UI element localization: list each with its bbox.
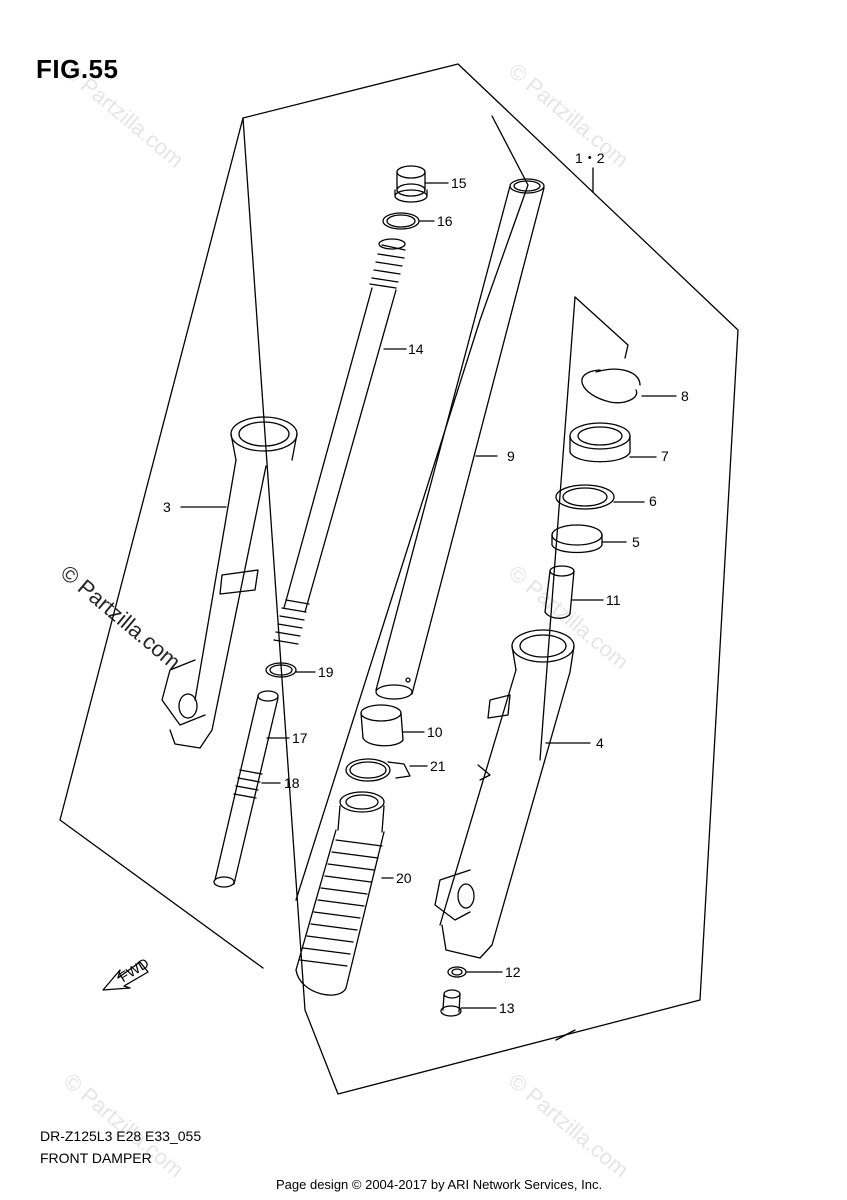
callout-5: 5 (632, 534, 640, 550)
callout-21: 21 (430, 758, 446, 774)
left-subgroup-boundary (59, 117, 264, 969)
inner-boundary-1 (295, 115, 529, 901)
part-3-left-outer-tube (161, 416, 298, 749)
fwd-direction-arrow (102, 961, 149, 991)
callout-7: 7 (661, 448, 669, 464)
model-code: DR-Z125L3 E28 E33_055 (40, 1128, 202, 1144)
part-8-snap-ring (581, 368, 641, 404)
part-13-bolt (440, 989, 462, 1017)
callout-19: 19 (318, 664, 334, 680)
callout-6: 6 (649, 493, 657, 509)
callout-11: 11 (606, 592, 621, 608)
part-18-rebound-spring (233, 769, 263, 799)
part-9-inner-tube (375, 178, 545, 700)
part-5-bushing (551, 524, 603, 554)
part-11-oil-lock-piece (544, 565, 575, 619)
part-20-boot (295, 791, 385, 996)
callout-17: 17 (292, 730, 308, 746)
callout-3: 3 (163, 499, 171, 515)
callout-1-2: 1・2 (575, 150, 605, 166)
leader-lines (180, 167, 677, 1009)
callout-13: 13 (499, 1000, 515, 1016)
part-7-oil-seal (569, 422, 631, 463)
part-10-guide (360, 704, 404, 747)
callout-16: 16 (437, 213, 453, 229)
callout-18: 18 (284, 775, 300, 791)
part-17-damper-rod (213, 690, 279, 888)
part-15-cap-bolt (394, 165, 428, 203)
callout-9: 9 (507, 448, 515, 464)
callout-15: 15 (451, 175, 467, 191)
part-14-spring (273, 238, 406, 645)
callout-8: 8 (681, 388, 689, 404)
callout-20: 20 (396, 870, 412, 886)
part-16-o-ring (382, 212, 420, 230)
part-12-washer (447, 966, 467, 978)
callout-10: 10 (427, 724, 443, 740)
diagram-name: FRONT DAMPER (40, 1150, 152, 1166)
callout-12: 12 (505, 964, 521, 980)
part-19-clip-ring (265, 662, 297, 678)
part-4-right-outer-tube (434, 629, 575, 959)
callout-4: 4 (596, 735, 604, 751)
inner-boundary-2 (574, 296, 629, 359)
assembly-boundary-outer (242, 63, 739, 1095)
callout-14: 14 (408, 341, 424, 357)
part-6-spacer (555, 484, 615, 510)
inner-boundary-3 (539, 296, 576, 1041)
copyright-notice: Page design © 2004-2017 by ARI Network S… (276, 1177, 603, 1192)
figure-title: FIG.55 (36, 54, 119, 84)
part-21-clamp (345, 758, 411, 782)
